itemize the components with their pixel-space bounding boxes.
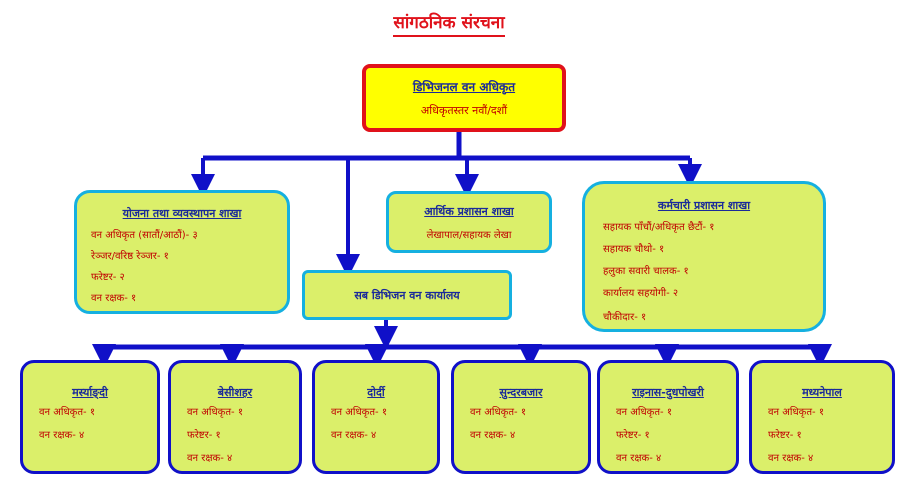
box-line: वन अधिकृत (सातौं/आठौं)- ३ (91, 230, 198, 241)
box-line: वन अधिकृत- १ (331, 407, 388, 418)
personnel-admin-section-box: कर्मचारी प्रशासन शाखा सहायक पाँचौं/अधिकृ… (582, 181, 826, 332)
divisional-forest-officer-box: डिभिजनल वन अधिकृत अधिकृतस्तर नवौं/दशौं (362, 64, 566, 132)
box-line: रेञ्जर/वरिष्ठ रेञ्जर- १ (91, 251, 169, 262)
box-subtitle: अधिकृतस्तर नवौं/दशौं (420, 104, 508, 117)
box-line: सहायक चौथो- १ (603, 244, 665, 255)
box-line: वन अधिकृत- १ (768, 407, 825, 418)
box-heading: आर्थिक प्रशासन शाखा (424, 205, 514, 218)
box-line: वन रक्षक- ४ (616, 453, 662, 464)
box-heading: दोर्दी (367, 386, 385, 399)
box-line: लेखापाल/सहायक लेखा (426, 230, 512, 241)
box-heading: कर्मचारी प्रशासन शाखा (657, 199, 751, 212)
box-line: चौकीदार- १ (603, 312, 647, 323)
box-line: वन रक्षक- ४ (768, 453, 814, 464)
box-line: वन अधिकृत- १ (39, 407, 96, 418)
box-line: वन अधिकृत- १ (616, 407, 673, 418)
box-line: फरेष्टर- १ (616, 430, 650, 441)
office-box-dordi: दोर्दी वन अधिकृत- १ वन रक्षक- ४ (312, 360, 440, 474)
box-heading: योजना तथा व्यवस्थापन शाखा (122, 207, 242, 220)
box-heading: मर्स्याङ्दी (72, 386, 108, 399)
box-line: सहायक पाँचौं/अधिकृत छैटौं- १ (603, 222, 715, 233)
box-line: फरेष्टर- १ (187, 430, 221, 441)
box-heading: डिभिजनल वन अधिकृत (412, 80, 516, 94)
box-line: वन रक्षक- ४ (331, 430, 377, 441)
box-line: वन अधिकृत- १ (187, 407, 244, 418)
box-line: हलुका सवारी चालक- १ (603, 266, 689, 277)
box-line: वन रक्षक- ४ (470, 430, 516, 441)
office-box-madhyanepal: मध्यनेपाल वन अधिकृत- १ फरेष्टर- १ वन रक्… (749, 360, 895, 474)
box-line: फरेष्टर- १ (768, 430, 802, 441)
box-line: फरेष्टर- २ (91, 272, 125, 283)
box-line: कार्यालय सहयोगी- २ (603, 288, 679, 299)
box-line: वन रक्षक- ४ (187, 453, 233, 464)
financial-admin-section-box: आर्थिक प्रशासन शाखा लेखापाल/सहायक लेखा (386, 191, 552, 253)
chart-title: सांगठनिक संरचना (0, 10, 898, 37)
office-box-marsyangdi: मर्स्याङ्दी वन अधिकृत- १ वन रक्षक- ४ (20, 360, 160, 474)
office-box-besishahar: बेसीशहर वन अधिकृत- १ फरेष्टर- १ वन रक्षक… (168, 360, 302, 474)
box-heading: सब डिभिजन वन कार्यालय (354, 289, 460, 302)
box-heading: बेसीशहर (217, 386, 253, 399)
box-heading: मध्यनेपाल (802, 386, 842, 399)
box-line: वन रक्षक- १ (91, 293, 137, 304)
planning-management-section-box: योजना तथा व्यवस्थापन शाखा वन अधिकृत (सात… (74, 190, 290, 314)
office-box-sundarbazar: सुन्दरबजार वन अधिकृत- १ वन रक्षक- ४ (451, 360, 591, 474)
sub-division-office-box: सब डिभिजन वन कार्यालय (302, 270, 512, 320)
box-line: वन रक्षक- ४ (39, 430, 85, 441)
office-box-rainas-dudhpokhari: राइनास-दुधपोखरी वन अधिकृत- १ फरेष्टर- १ … (597, 360, 739, 474)
box-heading: राइनास-दुधपोखरी (632, 386, 704, 399)
box-heading: सुन्दरबजार (499, 386, 543, 399)
box-line: वन अधिकृत- १ (470, 407, 527, 418)
